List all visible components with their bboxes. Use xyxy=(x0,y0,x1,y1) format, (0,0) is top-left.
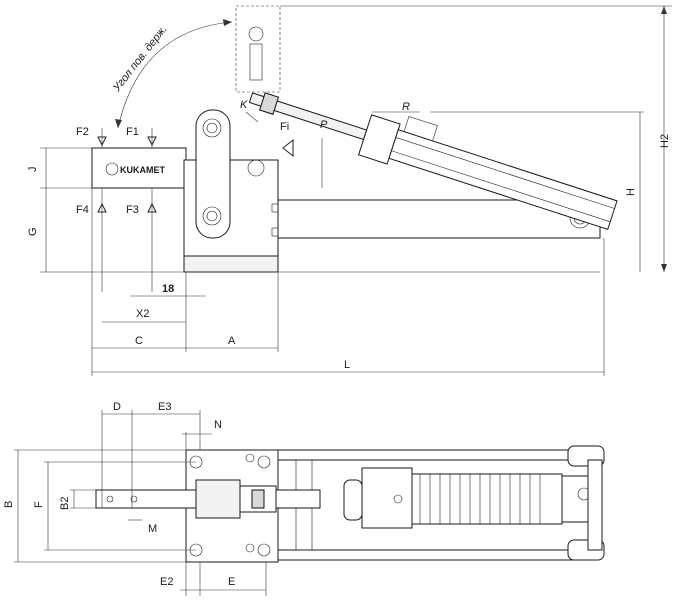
dim-x2: X2 xyxy=(136,308,149,320)
force-f2: F2 xyxy=(76,126,89,138)
dim-h: H xyxy=(625,188,637,196)
dim-r: R xyxy=(402,101,410,113)
dim-b: B xyxy=(3,501,15,508)
push-arm xyxy=(277,199,601,239)
dim-d: D xyxy=(113,401,121,413)
cylinder-head xyxy=(361,467,413,529)
dim-b2: B2 xyxy=(59,497,71,510)
force-f3: F3 xyxy=(126,204,139,216)
dim-e: E xyxy=(228,576,235,588)
clamp-lever xyxy=(195,109,231,239)
dim-18: 18 xyxy=(162,283,174,295)
dim-j: J xyxy=(27,167,39,173)
dim-c: C xyxy=(135,335,143,347)
brand-label: KUKAMET xyxy=(120,165,165,175)
clamp-holder-block xyxy=(91,147,187,189)
force-f4: F4 xyxy=(76,204,89,216)
force-f1: F1 xyxy=(126,126,139,138)
dim-l: L xyxy=(344,359,350,371)
pneumatic-cylinder xyxy=(248,92,618,231)
dim-e2: E2 xyxy=(160,576,173,588)
dim-a: A xyxy=(228,335,236,347)
dim-p: P xyxy=(320,119,328,131)
cylinder-fins xyxy=(419,474,541,524)
dim-g: G xyxy=(27,227,39,236)
force-fi: Fi xyxy=(280,121,289,133)
dim-f: F xyxy=(33,501,45,508)
dim-n: N xyxy=(214,419,222,431)
brand-logo-icon xyxy=(105,162,119,176)
dim-k: K xyxy=(240,99,248,111)
rotated-holder xyxy=(235,5,281,93)
dim-h2: H2 xyxy=(659,134,671,148)
cylinder-body xyxy=(411,473,563,525)
dim-m: M xyxy=(148,523,157,535)
rotation-arc xyxy=(117,21,233,129)
rotation-label: Угол пов. держ. xyxy=(110,23,169,94)
dim-e3: E3 xyxy=(158,401,171,413)
